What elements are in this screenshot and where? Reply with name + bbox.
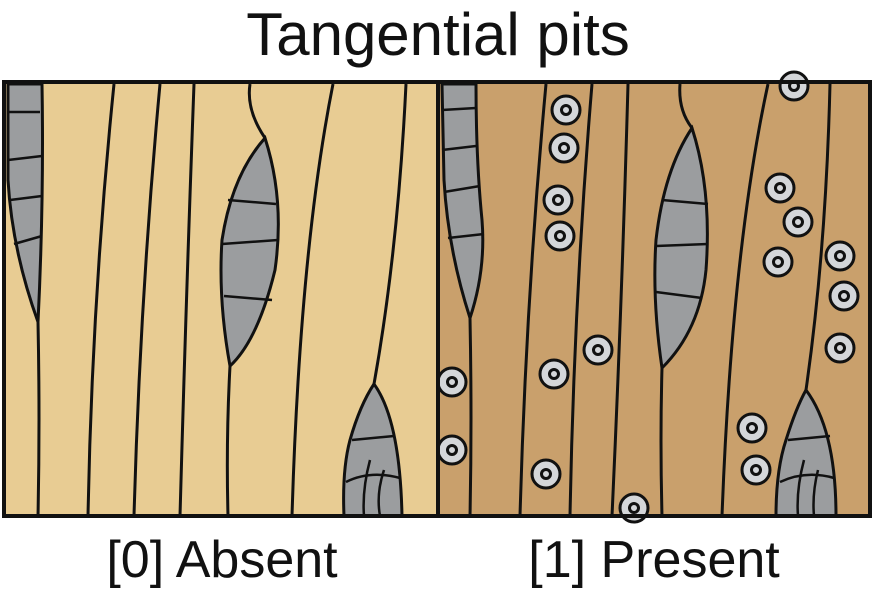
ray-cell-walls	[779, 434, 835, 517]
diagram-title: Tangential pits	[246, 1, 630, 68]
ray-cell-walls	[221, 198, 279, 302]
tracheid-walls	[36, 83, 408, 517]
bordered-pit	[778, 70, 810, 102]
bordered-pit	[548, 132, 580, 164]
bordered-pit	[736, 412, 768, 444]
panel-absent	[2, 80, 440, 518]
bordered-pit	[824, 332, 856, 364]
ray	[342, 381, 404, 518]
bordered-pit	[436, 434, 468, 466]
panel-present	[436, 70, 872, 524]
bordered-pit	[828, 280, 860, 312]
ray	[440, 82, 485, 323]
ray	[653, 124, 709, 372]
ray	[774, 387, 838, 518]
ray-cell-walls	[345, 434, 401, 517]
ray-cell-walls	[441, 106, 485, 240]
ray-cell-walls	[655, 198, 709, 300]
tracheid-walls	[468, 83, 832, 517]
bordered-pit	[538, 358, 570, 390]
bordered-pit	[740, 454, 772, 486]
bordered-pit	[764, 172, 796, 204]
bordered-pit	[550, 94, 582, 126]
bordered-pit	[824, 240, 856, 272]
caption-present: [1] Present	[528, 531, 780, 589]
ray-cell-walls	[7, 110, 43, 246]
bordered-pit	[582, 334, 614, 366]
bordered-pit	[762, 246, 794, 278]
bordered-pit	[530, 458, 562, 490]
ray	[6, 82, 44, 323]
bordered-pit	[782, 206, 814, 238]
caption-absent: [0] Absent	[106, 531, 338, 589]
bordered-pit	[436, 366, 468, 398]
bordered-pit	[544, 220, 576, 252]
panel-present-border	[436, 80, 872, 518]
bordered-pit	[542, 184, 574, 216]
